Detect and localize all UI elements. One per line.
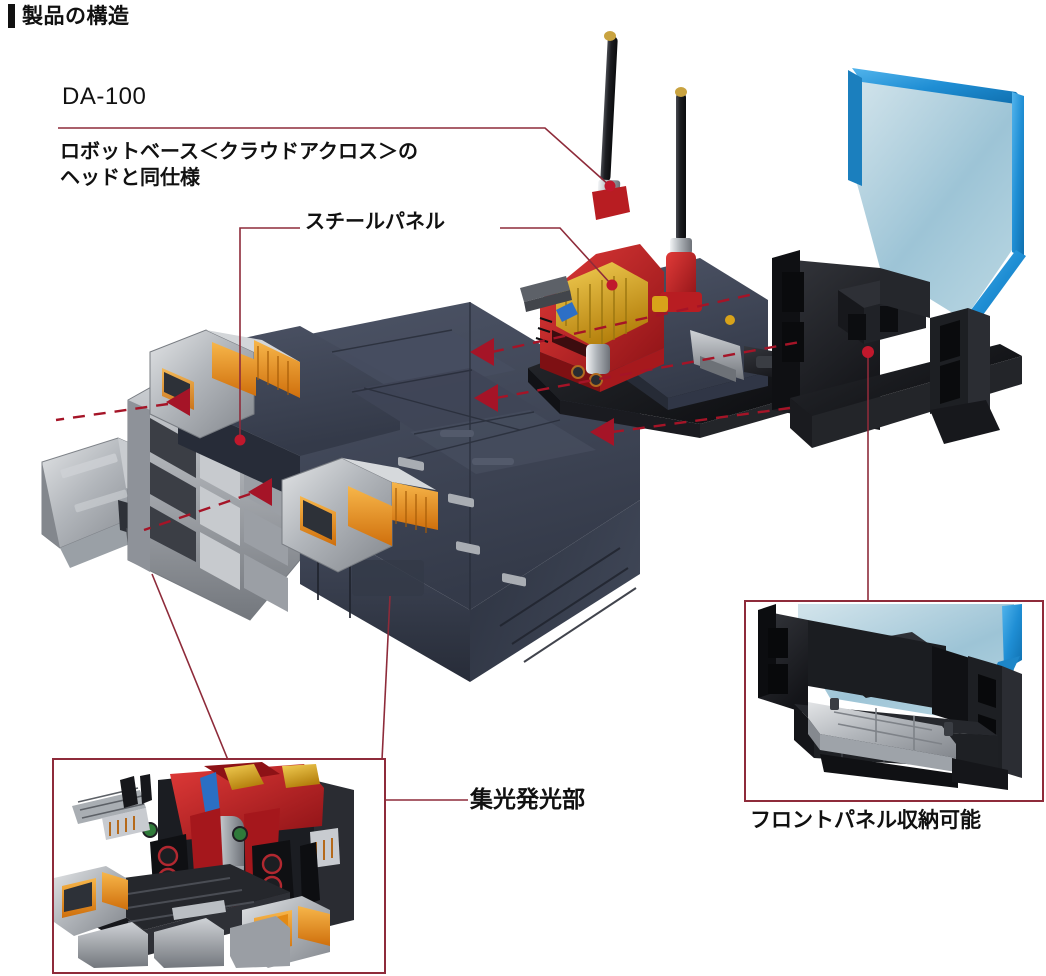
page-title: 製品の構造 — [8, 4, 130, 28]
callout-robot-base: ロボットベース＜クラウドアクロス＞の ヘッドと同仕様 — [60, 141, 418, 189]
inset-light-emitter — [52, 758, 386, 974]
heading-bar-icon — [8, 4, 15, 28]
page-title-text: 製品の構造 — [22, 4, 130, 28]
part-head-unit — [520, 31, 812, 438]
arrow-left-icon — [248, 478, 272, 506]
callout-light-emitter: 集光発光部 — [470, 786, 585, 812]
arrow-left-icon — [166, 388, 190, 416]
arrow-left-icon — [470, 338, 494, 366]
inset-front-panel — [744, 600, 1044, 802]
assembly-arrows — [55, 292, 801, 532]
assembly-arrowheads — [166, 338, 614, 506]
part-front-panel — [772, 68, 1026, 448]
callout-steel-panel: スチールパネル — [305, 211, 445, 233]
inset-light-emitter-image — [54, 760, 380, 968]
lamp-housing-lower — [281, 457, 438, 573]
inset-front-panel-image — [746, 602, 1038, 796]
arrow-left-icon — [590, 418, 614, 446]
callout-front-panel: フロントパネル収納可能 — [750, 809, 981, 832]
callout-da-100: DA-100 — [62, 83, 147, 110]
arrow-left-icon — [474, 384, 498, 412]
